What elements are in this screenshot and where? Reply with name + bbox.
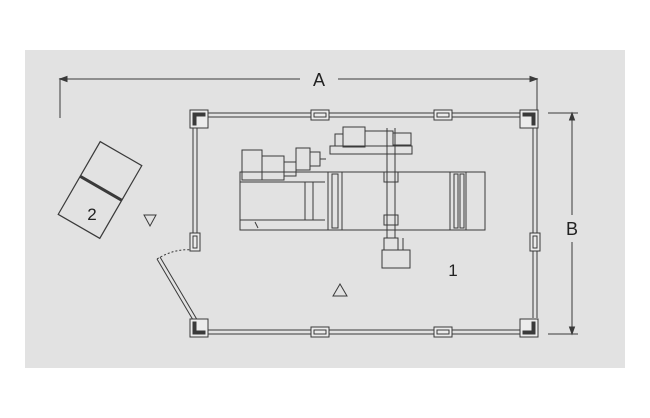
corner-post-bottom-right bbox=[519, 318, 539, 338]
corner-post-bottom-left bbox=[189, 318, 209, 338]
dimension-a bbox=[58, 75, 539, 118]
triangle-marker-down bbox=[143, 214, 157, 228]
fence-post-top-2 bbox=[433, 109, 453, 121]
fence-post-top-1 bbox=[310, 109, 330, 121]
area-1-label: 1 bbox=[448, 261, 457, 280]
safety-fence bbox=[156, 112, 538, 335]
dimension-b bbox=[548, 111, 578, 336]
fence-post-bottom-2 bbox=[433, 326, 453, 338]
machine-assembly bbox=[239, 126, 486, 269]
fence-post-bottom-1 bbox=[310, 326, 330, 338]
triangle-marker-up bbox=[332, 283, 348, 297]
corner-post-top-right bbox=[519, 109, 539, 129]
corner-posts bbox=[189, 109, 539, 338]
area-2-label: 2 bbox=[87, 205, 96, 224]
corner-post-top-left bbox=[189, 109, 209, 129]
fence-posts bbox=[189, 109, 541, 338]
fence-post-left bbox=[189, 232, 201, 252]
dimension-b-label: B bbox=[566, 219, 578, 239]
background-panel bbox=[25, 50, 625, 368]
dimension-a-label: A bbox=[313, 70, 325, 90]
fence-post-right bbox=[529, 232, 541, 252]
station-2 bbox=[57, 140, 143, 240]
